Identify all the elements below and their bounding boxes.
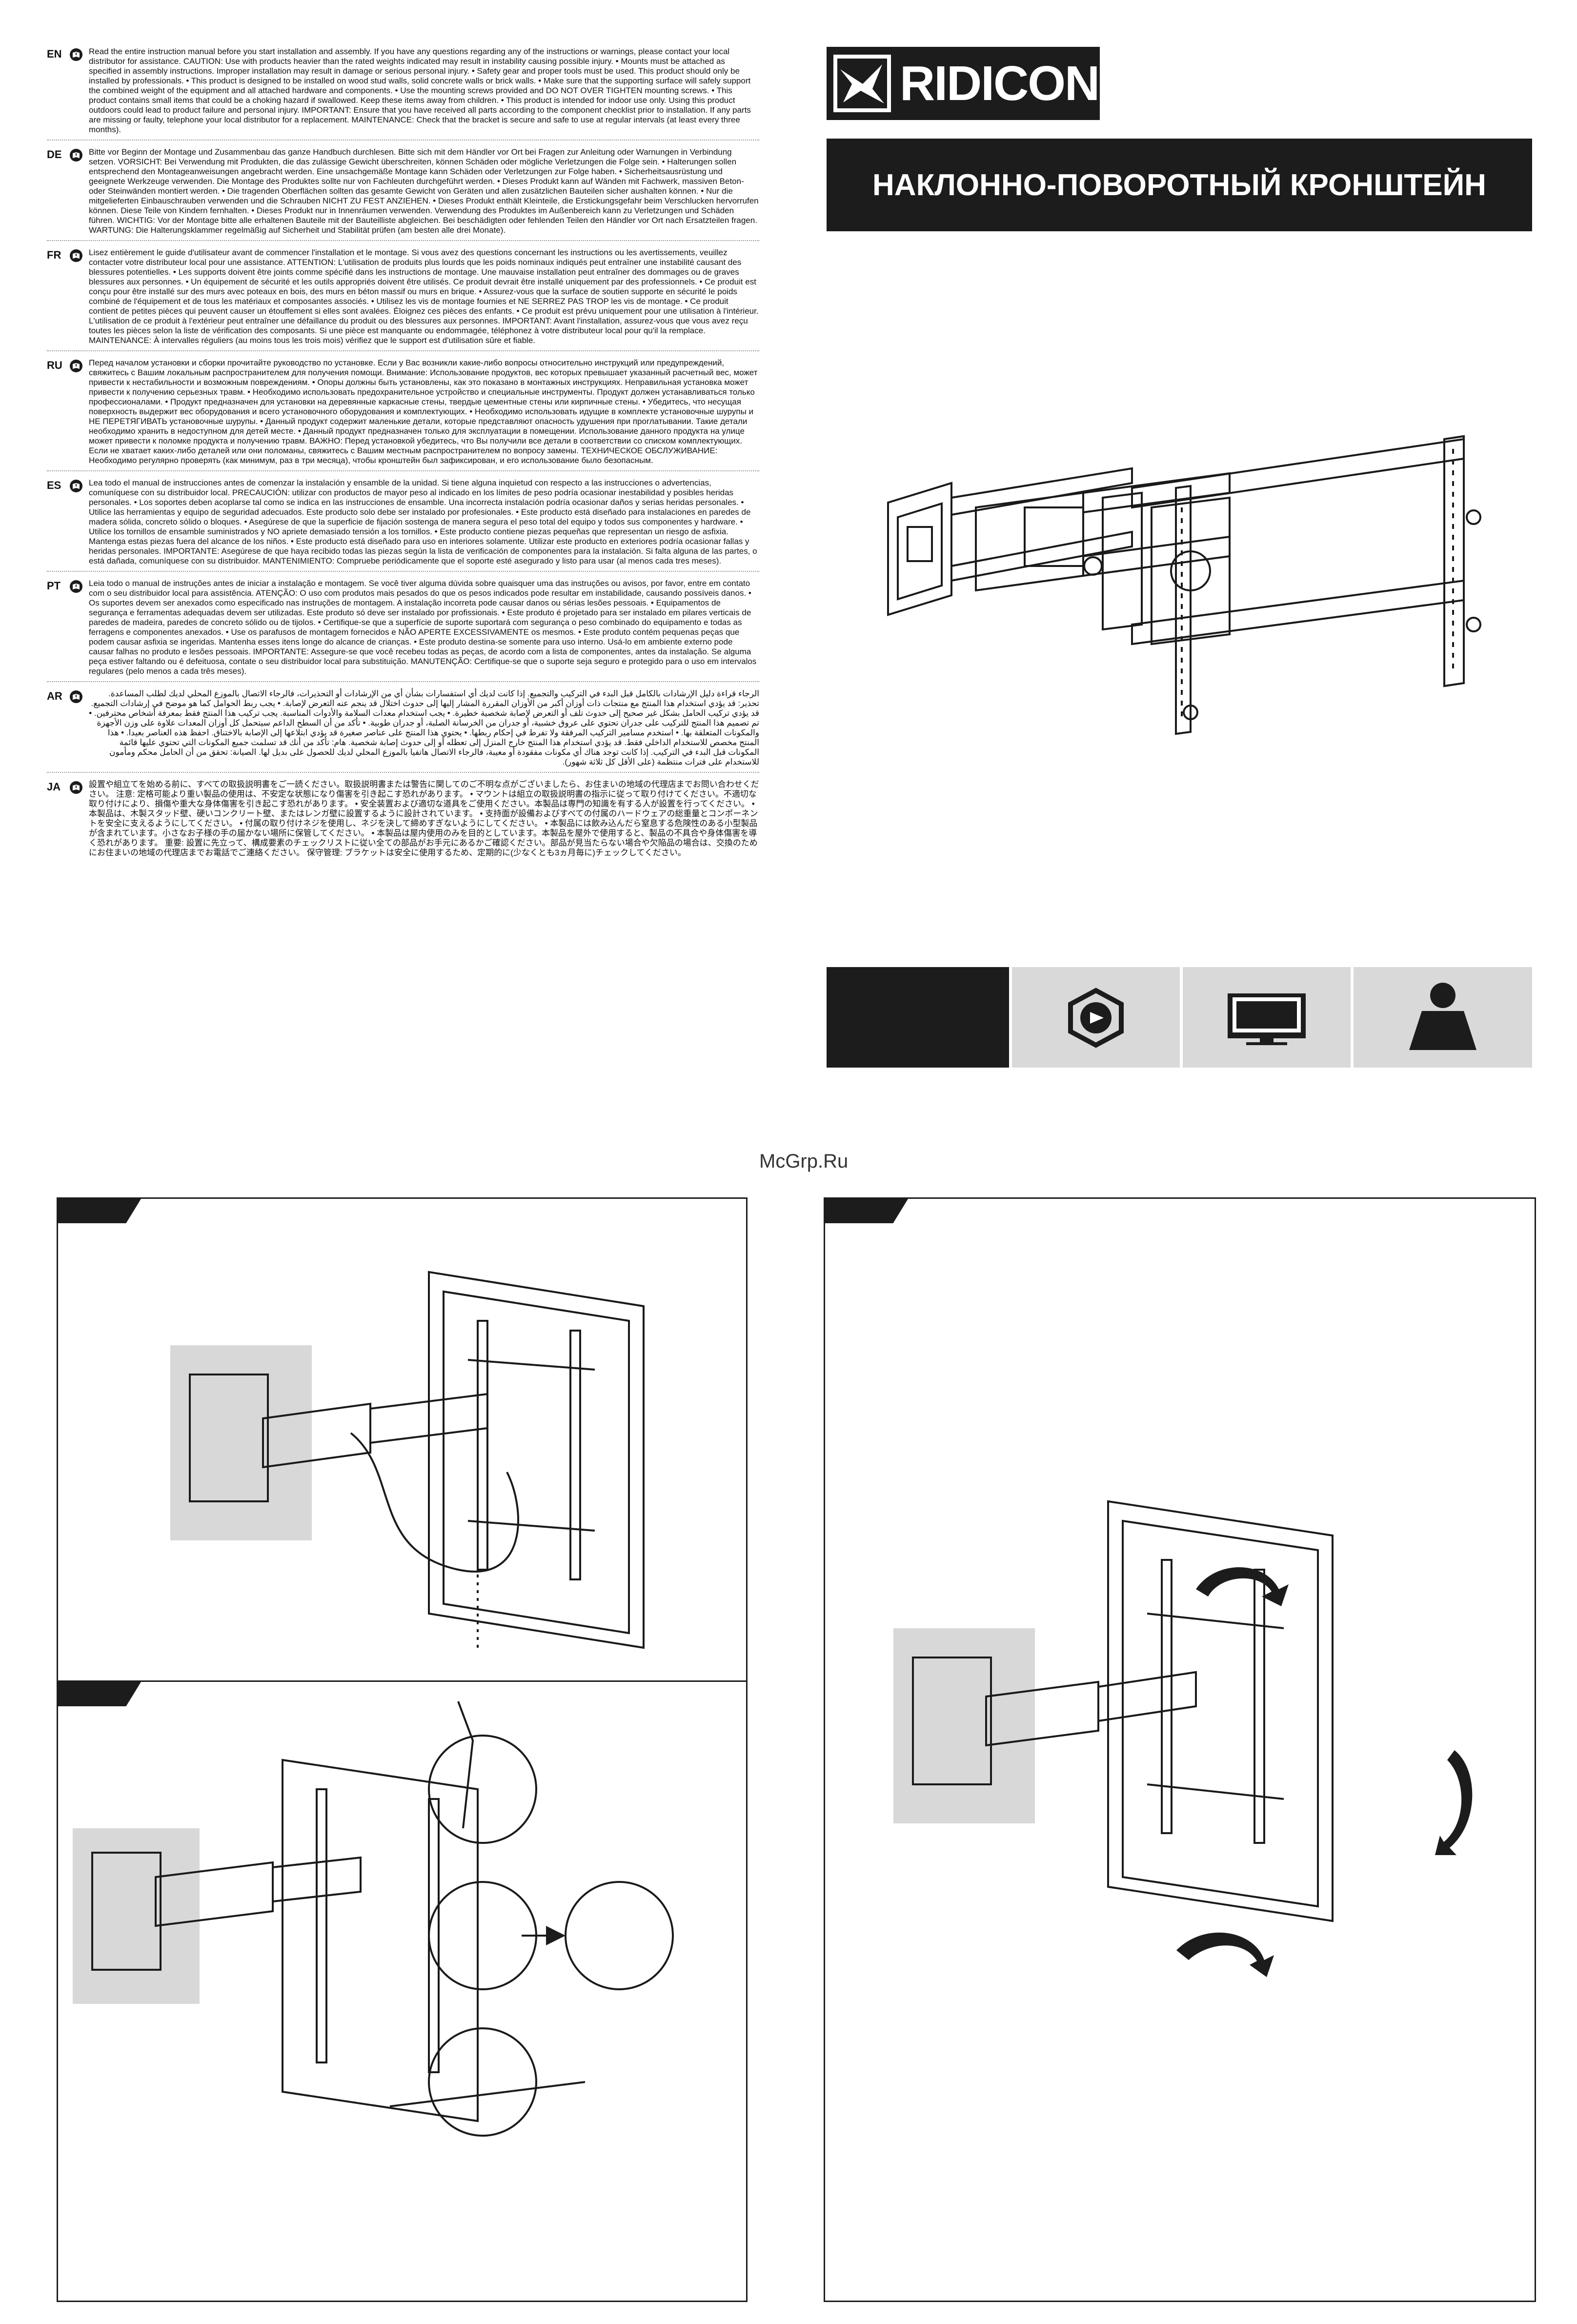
book-warning-icon <box>70 480 82 492</box>
step-1-illustration <box>170 1271 645 1653</box>
strip-weight-cell <box>1354 967 1532 1068</box>
lang-code: JA <box>47 781 61 793</box>
feature-icon-strip <box>827 967 1532 1068</box>
lang-block-ar: AR الرجاء قراءة دليل الإرشادات بالكامل ق… <box>47 689 759 773</box>
lang-text: Перед началом установки и сборки прочита… <box>89 358 758 465</box>
book-warning-icon <box>70 360 82 372</box>
lang-block-ja: JA 設置や組立てを始める前に、すべての取扱説明書をご一読ください。取扱説明書ま… <box>47 780 759 863</box>
lang-code: DE <box>47 148 62 161</box>
lang-text: الرجاء قراءة دليل الإرشادات بالكامل قبل … <box>89 689 759 767</box>
step-2-illustration <box>893 1500 1473 1977</box>
book-warning-icon <box>70 690 82 703</box>
tv-screen-icon <box>1228 993 1306 1045</box>
lang-text: Lea todo el manual de instrucciones ante… <box>89 478 757 566</box>
lang-text: Read the entire instruction manual befor… <box>89 47 751 134</box>
strip-tv-cell <box>1183 967 1351 1068</box>
watermark-text: McGrp.Ru <box>759 1151 849 1172</box>
lang-text: 設置や組立てを始める前に、すべての取扱説明書をご一読ください。取扱説明書または警… <box>89 780 759 857</box>
lang-block-fr: FR Lisez entièrement le guide d'utilisat… <box>47 248 759 351</box>
strip-dark-cell <box>827 967 1009 1068</box>
book-warning-icon <box>70 48 82 61</box>
lang-code: ES <box>47 479 61 491</box>
lang-block-ru: RU Перед началом установки и сборки проч… <box>47 358 759 471</box>
step-tab <box>825 1199 908 1223</box>
ridicon-bird-logo-icon <box>833 55 891 112</box>
lang-code: PT <box>47 580 61 592</box>
step-tab <box>58 1682 141 1706</box>
strip-vesa-cell <box>1012 967 1180 1068</box>
lang-block-en: EN Read the entire instruction manual be… <box>47 47 759 141</box>
step-tab <box>58 1199 141 1223</box>
vesa-pattern-icon <box>1068 988 1124 1048</box>
lang-block-es: ES Lea todo el manual de instrucciones a… <box>47 478 759 572</box>
bracket-product-illustration <box>887 435 1481 735</box>
lang-block-de: DE Bitte vor Beginn der Montage und Zusa… <box>47 147 759 241</box>
page-title: НАКЛОННО-ПОВОРОТНЫЙ КРОНШТЕЙН <box>872 168 1486 202</box>
lang-block-pt: PT Leia todo o manual de instruções ante… <box>47 579 759 682</box>
step-panel-2 <box>824 1197 1536 2302</box>
book-warning-icon <box>70 249 82 262</box>
lang-code: AR <box>47 690 62 702</box>
lang-code: RU <box>47 359 62 371</box>
step-1b-illustration <box>73 1701 674 2137</box>
title-band: НАКЛОННО-ПОВОРОТНЫЙ КРОНШТЕЙН <box>827 139 1532 231</box>
safety-text-column: EN Read the entire instruction manual be… <box>47 47 759 1179</box>
book-warning-icon <box>70 781 82 794</box>
lang-text: Lisez entièrement le guide d'utilisateur… <box>89 248 759 345</box>
book-warning-icon <box>70 149 82 162</box>
lang-code: FR <box>47 249 61 261</box>
weight-kettlebell-icon <box>1409 983 1476 1050</box>
step-panel-1b <box>57 1680 748 2302</box>
book-warning-icon <box>70 580 82 593</box>
brand-logo: RIDICON <box>827 47 1100 120</box>
lang-code: EN <box>47 48 62 60</box>
brand-name: RIDICON <box>900 56 1100 111</box>
lang-text: Bitte vor Beginn der Montage und Zusamme… <box>89 147 759 235</box>
lang-text: Leia todo o manual de instruções antes d… <box>89 579 757 676</box>
